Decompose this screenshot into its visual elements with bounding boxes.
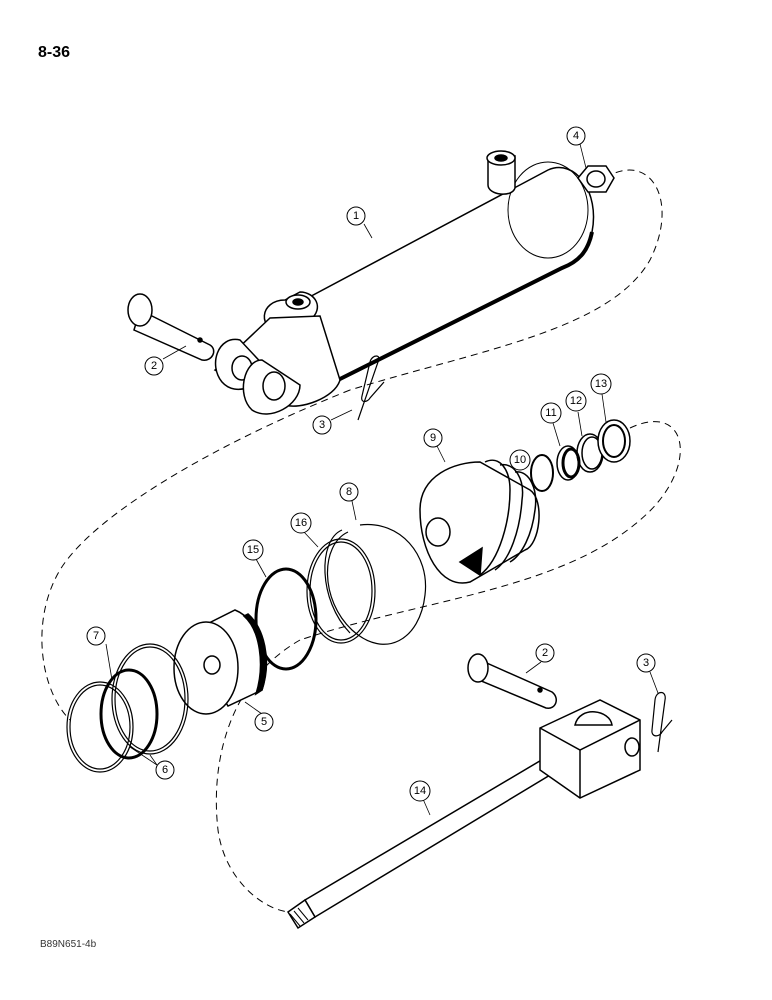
- callout-label: 4: [573, 130, 579, 142]
- callout-15: 15: [242, 539, 264, 561]
- callout-label: 11: [545, 407, 556, 419]
- callout-label: 9: [430, 432, 436, 444]
- callout-13: 13: [590, 373, 612, 395]
- clip-lower: [651, 691, 673, 753]
- callout-5: 5: [254, 712, 274, 732]
- cylinder-barrel: [213, 150, 595, 415]
- callout-2b: 2: [535, 643, 555, 663]
- callout-3b: 3: [636, 653, 656, 673]
- callout-14: 14: [409, 780, 431, 802]
- ring-6-outer: [111, 643, 189, 755]
- callout-label: 15: [247, 544, 259, 556]
- callout-label: 13: [595, 378, 607, 390]
- callout-8: 8: [339, 482, 359, 502]
- callout-2a: 2: [144, 356, 164, 376]
- callout-7: 7: [86, 626, 106, 646]
- pin-upper: [127, 293, 215, 361]
- figure-code: B89N651-4b: [40, 939, 97, 950]
- callout-label: 12: [570, 395, 582, 407]
- callout-label: 10: [514, 454, 526, 466]
- nut: [577, 165, 615, 193]
- callout-4: 4: [566, 126, 586, 146]
- callout-16: 16: [290, 512, 312, 534]
- callout-3a: 3: [312, 415, 332, 435]
- page-number: 8-36: [38, 44, 71, 61]
- callout-label: 2: [151, 360, 157, 372]
- callout-label: 6: [162, 764, 168, 776]
- callout-label: 2: [542, 647, 548, 659]
- callout-1: 1: [346, 206, 366, 226]
- o-ring-15: [254, 567, 318, 671]
- leader-lines: [105, 143, 659, 816]
- callout-12: 12: [565, 390, 587, 412]
- callout-label: 3: [643, 657, 649, 669]
- split-ring: [324, 523, 427, 645]
- callout-label: 1: [353, 210, 359, 222]
- piston-rod: [286, 699, 641, 930]
- gland: [173, 609, 268, 715]
- pin-lower: [467, 653, 557, 709]
- clip-upper: [357, 355, 385, 421]
- seal-ring-11: [556, 445, 581, 481]
- ring-6-inner: [99, 668, 159, 760]
- piston-head: [419, 459, 540, 584]
- callout-6: 6: [155, 760, 175, 780]
- seal-ring-10: [530, 454, 554, 492]
- ring-7: [66, 681, 134, 773]
- seal-ring-13: [597, 419, 631, 463]
- callout-label: 16: [295, 517, 307, 529]
- callout-11: 11: [540, 402, 562, 424]
- callout-label: 3: [319, 419, 325, 431]
- callout-9: 9: [423, 428, 443, 448]
- callout-label: 14: [414, 785, 426, 797]
- callout-label: 7: [93, 630, 99, 642]
- callout-label: 8: [346, 486, 352, 498]
- callout-10: 10: [509, 449, 531, 471]
- callout-label: 5: [261, 716, 267, 728]
